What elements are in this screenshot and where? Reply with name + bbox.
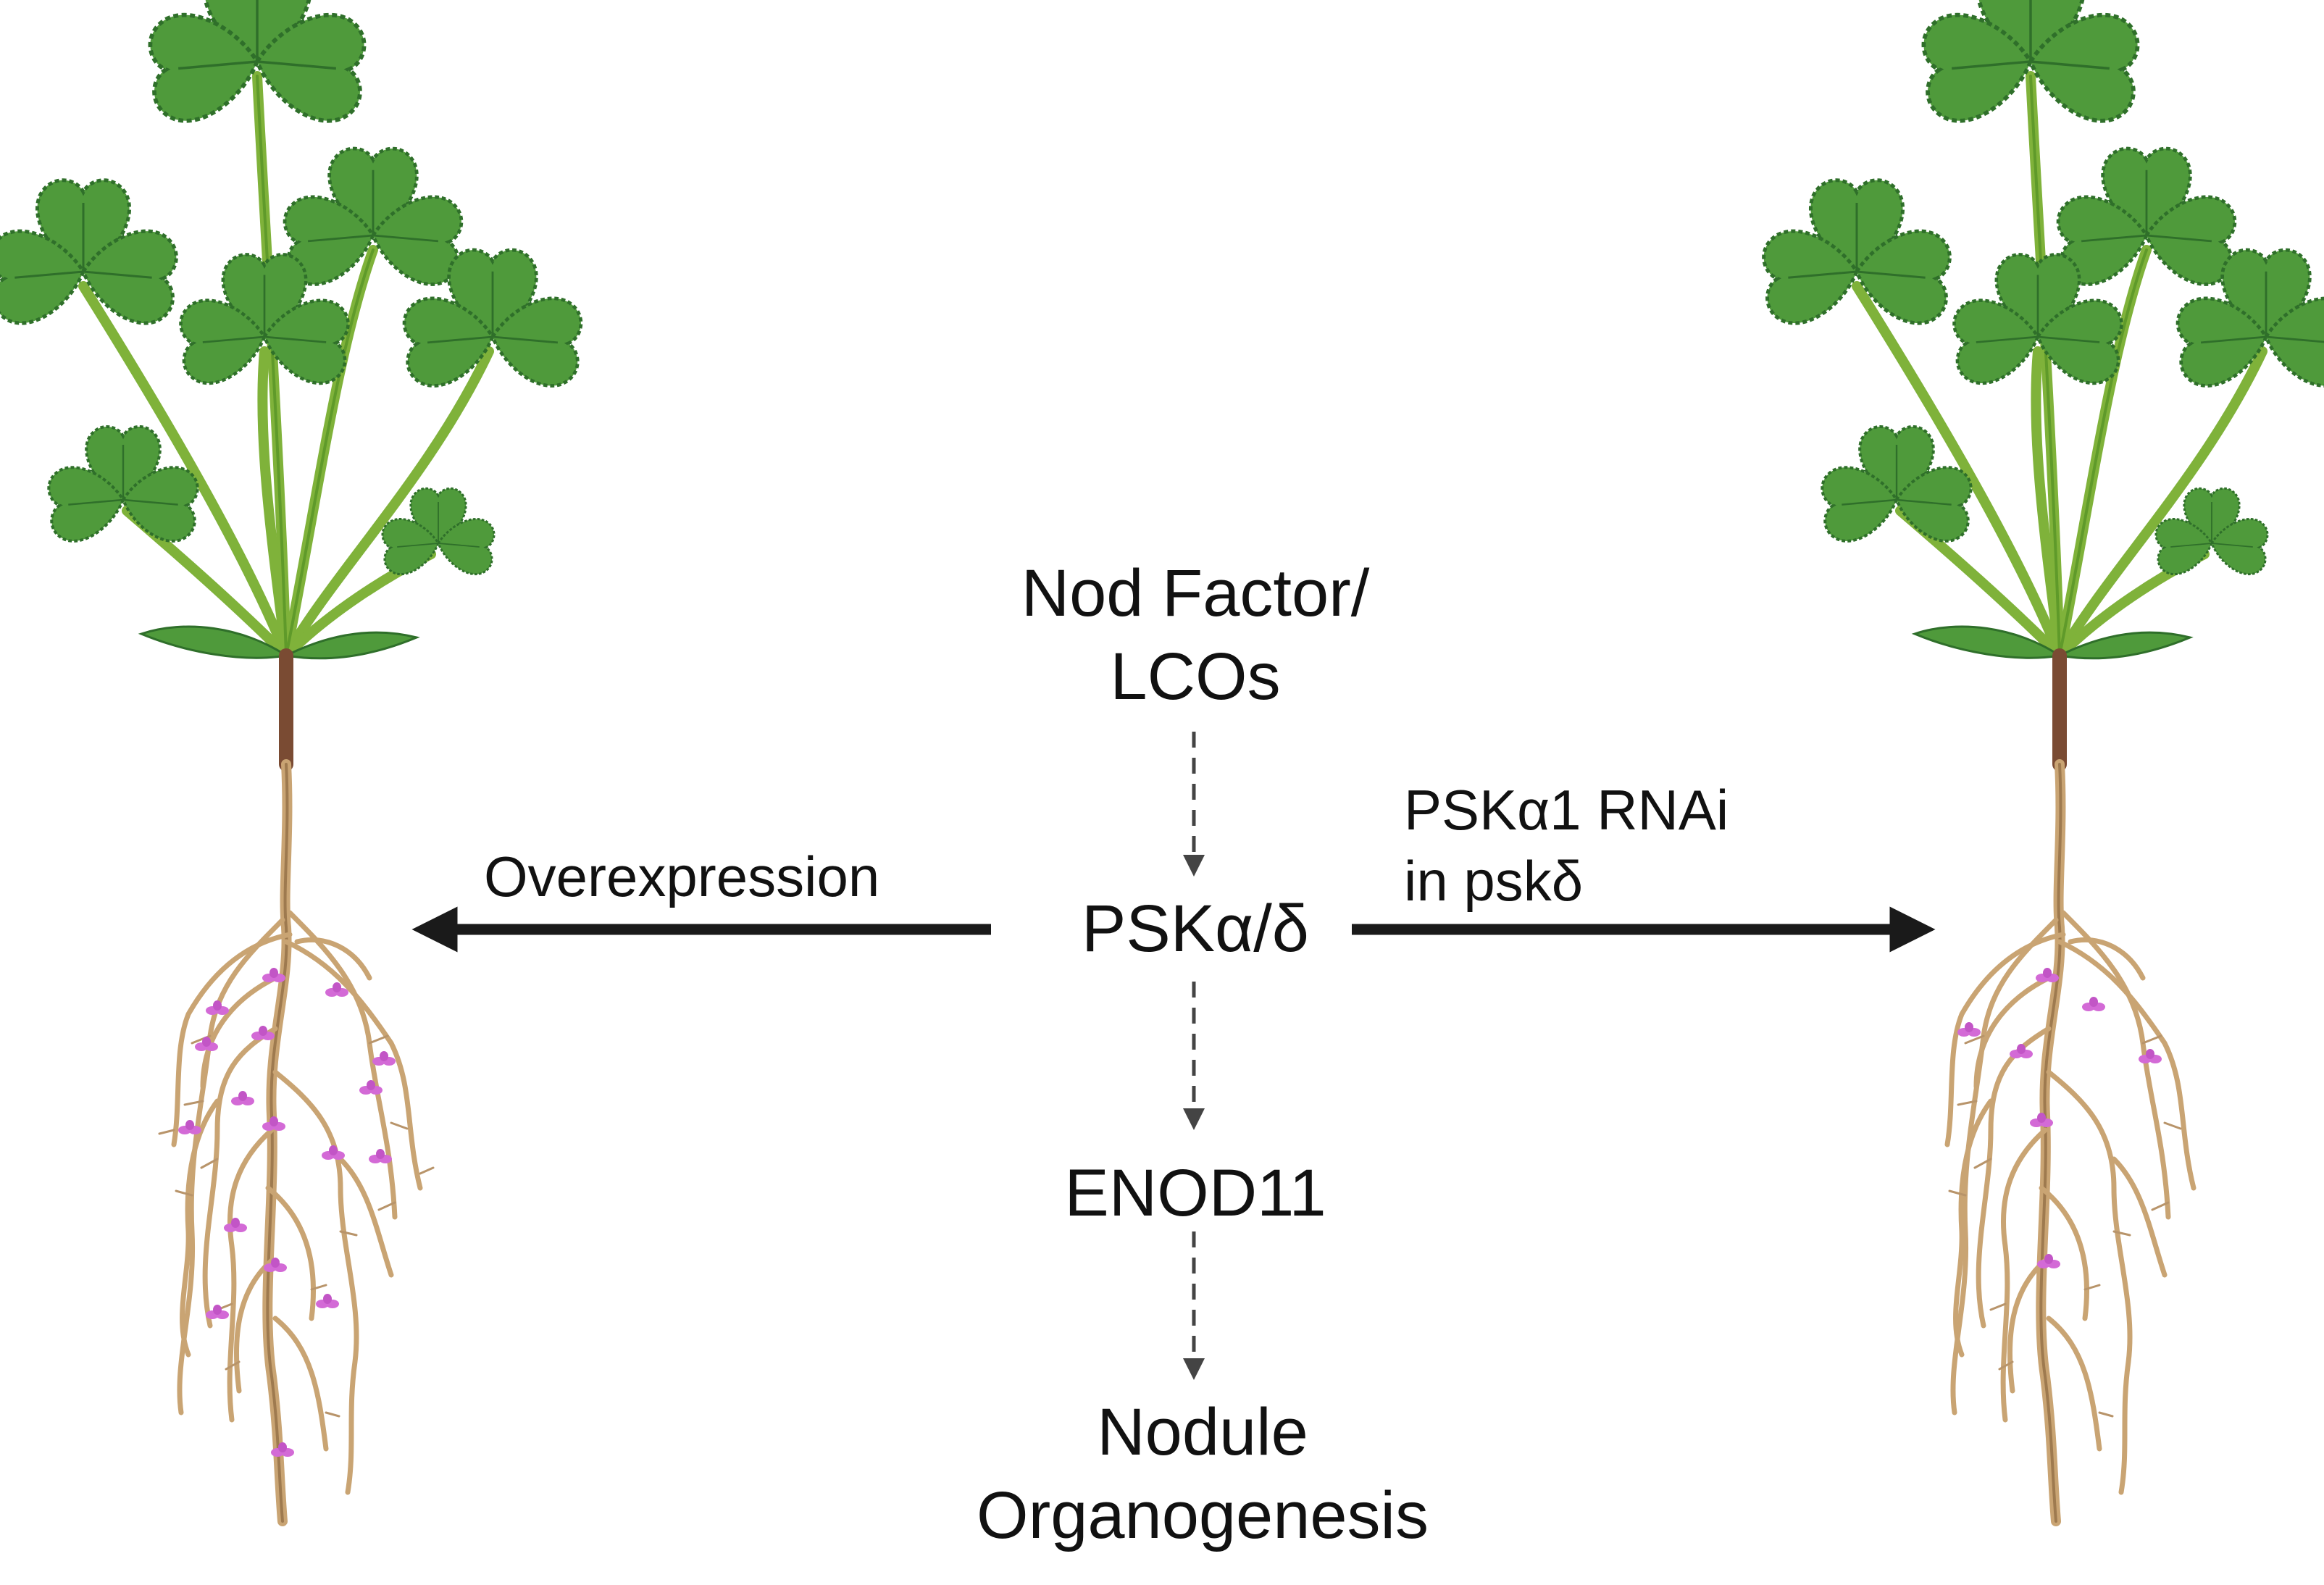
right-root-system <box>1944 759 2196 1526</box>
left-plant-overexpression <box>0 0 583 1526</box>
left-root-system <box>158 759 435 1526</box>
right-plant-rnai <box>1762 0 2324 1526</box>
